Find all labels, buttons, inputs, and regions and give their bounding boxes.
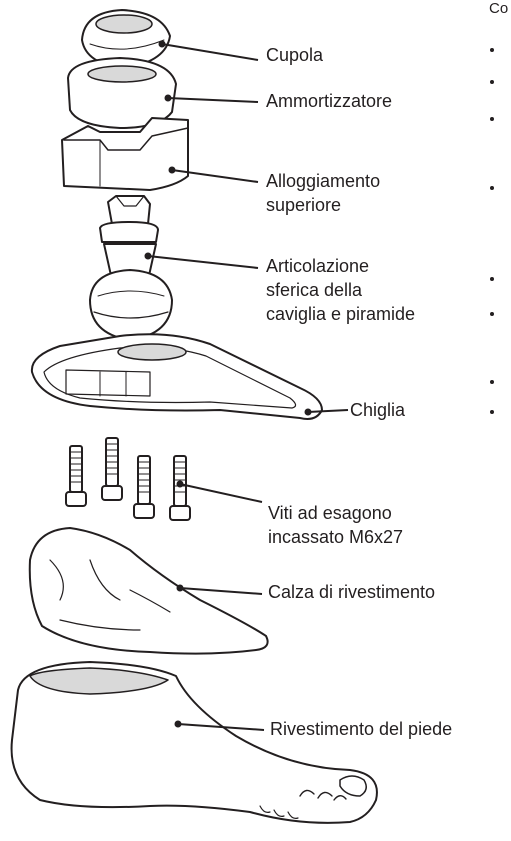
leader-articolazione [148,256,258,268]
leader-ammortizzatore [168,98,258,102]
label-articolazione-line-1: Articolazione [266,254,415,278]
chiglia-part [32,334,322,419]
cropped-heading-fragment: Co [489,0,508,17]
label-ammortizzatore: Ammortizzatore [266,89,392,113]
rivestimento-part [12,662,377,823]
label-alloggiamento-line-1: Alloggiamento [266,169,380,193]
label-calza: Calza di rivestimento [268,580,435,604]
bullet-marker [490,312,494,316]
label-alloggiamento: Alloggiamento superiore [266,169,380,217]
bullet-marker [490,410,494,414]
bullet-marker [490,186,494,190]
cropped-bullet-list [490,36,511,436]
label-articolazione: Articolazione sferica della caviglia e p… [266,254,415,326]
label-viti-line-1: Viti ad esagono [268,501,403,525]
bullet-marker [490,380,494,384]
bullet-marker [490,117,494,121]
bullet-marker [490,80,494,84]
label-viti-line-2: incassato M6x27 [268,525,403,549]
label-ammortizzatore-text: Ammortizzatore [266,89,392,113]
leader-calza [180,588,262,594]
viti-part [66,438,190,520]
label-calza-text: Calza di rivestimento [268,580,435,604]
label-rivestimento: Rivestimento del piede [270,717,452,741]
label-chiglia: Chiglia [350,398,405,422]
leader-viti [180,484,262,502]
articolazione-part [90,196,172,340]
label-alloggiamento-line-2: superiore [266,193,380,217]
label-viti: Viti ad esagono incassato M6x27 [268,501,403,549]
label-articolazione-line-2: sferica della [266,278,415,302]
leader-cupola [162,44,258,60]
label-articolazione-line-3: caviglia e piramide [266,302,415,326]
label-cupola: Cupola [266,43,323,67]
label-chiglia-text: Chiglia [350,398,405,422]
label-cupola-text: Cupola [266,43,323,67]
label-rivestimento-text: Rivestimento del piede [270,717,452,741]
bullet-marker [490,277,494,281]
bullet-marker [490,48,494,52]
